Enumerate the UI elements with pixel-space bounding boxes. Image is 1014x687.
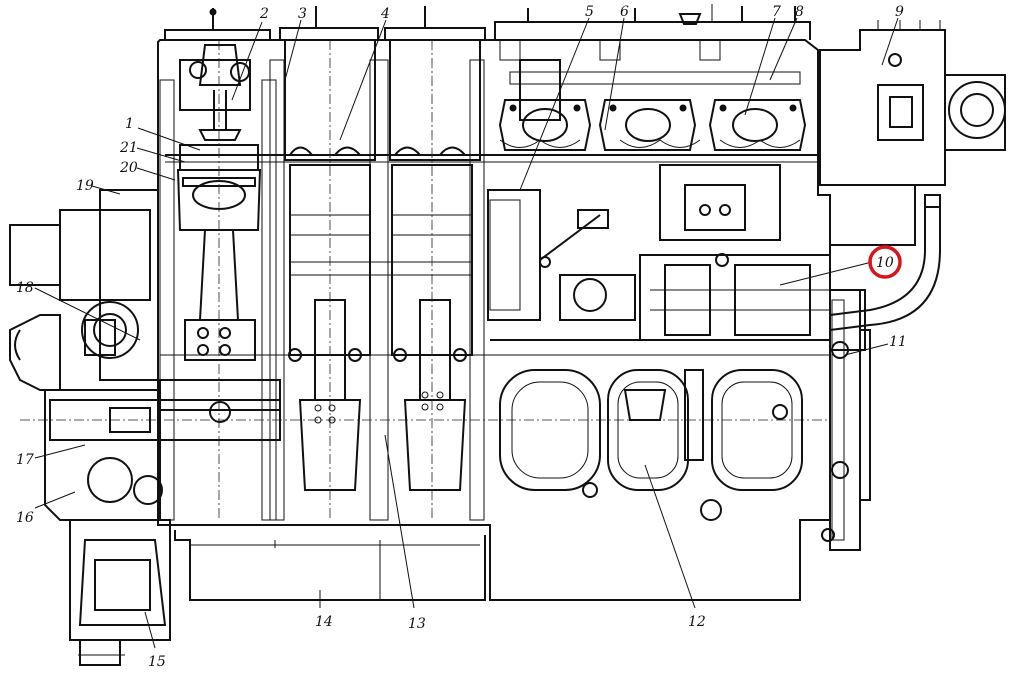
callout-11: 11 (889, 334, 907, 350)
callout-9: 9 (895, 4, 904, 20)
callout-4: 4 (380, 6, 390, 22)
leader-lines (34, 17, 899, 649)
exhaust-manifold (498, 99, 807, 151)
callout-1: 1 (125, 116, 134, 132)
callout-3: 3 (298, 6, 307, 22)
highlight-circle-10 (868, 245, 902, 279)
fuel-pump-governor (487, 59, 636, 321)
inspection-covers (499, 369, 803, 521)
callout-7: 7 (772, 4, 781, 20)
callout-2: 2 (259, 6, 269, 22)
cylinder-heads (164, 4, 811, 85)
callout-18: 18 (16, 280, 34, 296)
callout-19: 19 (76, 178, 94, 194)
turbocharger (819, 20, 1006, 331)
flywheel-housing (821, 289, 871, 551)
callout-17: 17 (16, 452, 34, 468)
callout-labels: 1 2 3 4 5 6 7 8 9 10 11 12 13 14 15 16 1… (16, 4, 907, 670)
crankshaft (20, 379, 830, 441)
accessory-blocks (639, 164, 831, 341)
callout-10: 10 (876, 255, 894, 271)
callout-8: 8 (795, 4, 804, 20)
front-end-assembly (9, 189, 171, 666)
cylinders-2-3 (269, 39, 485, 521)
callout-20: 20 (119, 160, 138, 176)
callout-16: 16 (16, 510, 34, 526)
callout-5: 5 (585, 4, 594, 20)
callout-13: 13 (408, 616, 426, 632)
callout-12: 12 (688, 614, 706, 630)
callout-14: 14 (315, 614, 333, 630)
cylinder-1-section (159, 40, 277, 521)
callout-6: 6 (620, 4, 629, 20)
callout-15: 15 (148, 654, 166, 670)
callout-21: 21 (119, 140, 138, 156)
